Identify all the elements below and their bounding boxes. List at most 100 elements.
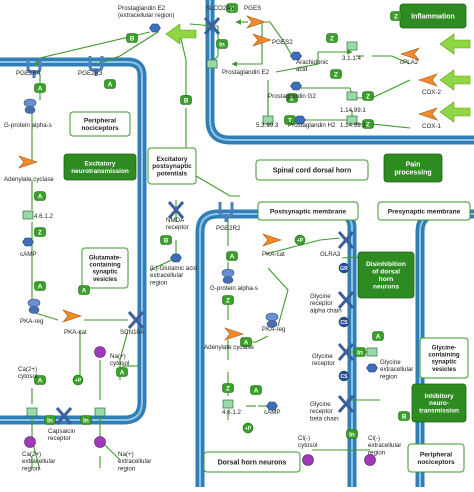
glycine-receptor-alpha-chain-node[interactable] <box>337 291 355 309</box>
label-cl-cytosol: Cl(-)cytosol <box>298 435 317 449</box>
pges-node[interactable] <box>246 15 266 29</box>
label-na-cytosol: Na(+)cytosol <box>110 353 129 367</box>
label-pka-cat-left: PKA-cat <box>64 329 87 336</box>
label-ec-11499-h: 1.14.99.1 <box>340 122 366 129</box>
camp-right-node[interactable] <box>266 401 278 411</box>
edge-badge-letter: +P <box>297 238 304 244</box>
label-pge2r2: PGE2R2 <box>216 225 241 232</box>
glycine-receptor-beta-chain-node[interactable] <box>337 395 355 413</box>
edge-badge-letter: CS <box>340 320 348 326</box>
label-prostaglandin-h2: Prostaglandin H2 <box>288 122 336 129</box>
ec-53993-node[interactable] <box>262 115 274 125</box>
ec-11499-g-node[interactable] <box>346 91 358 101</box>
label-cpla2: cPLA2 <box>400 59 419 66</box>
edge-badge-binding: B <box>126 33 138 43</box>
label-ec-53993: 5.3.99.3 <box>256 122 279 129</box>
glycine-receptor-node[interactable] <box>337 343 355 361</box>
edge-badge-binding: B <box>180 95 192 105</box>
l-glutamic-acid-node[interactable] <box>170 253 182 263</box>
prostaglandin-e2-ec-node[interactable] <box>149 23 161 33</box>
edge-badge-letter: GR <box>340 266 348 272</box>
edge-badge-letter: In <box>349 432 355 439</box>
na-cytosol-node[interactable] <box>94 346 106 358</box>
slco2a1-node[interactable] <box>203 17 221 35</box>
na-extracellular-node[interactable] <box>94 436 106 448</box>
edge-badge-activation: A <box>104 79 116 89</box>
cpla2-node[interactable] <box>400 47 420 61</box>
scn10a-node[interactable] <box>127 311 145 329</box>
label-dorsal-horn-neurons: Dorsal horn neurons <box>218 459 287 466</box>
glycine-extracellular-node[interactable] <box>366 363 378 373</box>
region-spinal-cord-dorsal-horn <box>255 159 369 181</box>
cl-extracellular-node[interactable] <box>364 454 376 466</box>
g-protein-alpha-s-right-node[interactable] <box>221 268 235 284</box>
edge-badge-activation: A <box>116 367 128 377</box>
capsaicin-receptor-node[interactable] <box>55 407 73 425</box>
pge2r2-node[interactable] <box>218 202 234 222</box>
label-adenylate-cyclase-left: Adenylate cyclase <box>4 176 54 183</box>
label-ec-4612-left: 4.6.1.2 <box>34 213 53 220</box>
camp-left-node[interactable] <box>22 237 34 247</box>
adenylate-cyclase-right-node[interactable] <box>224 327 244 341</box>
edge-badge-letter: A <box>254 388 259 395</box>
edge-badge-activation: A <box>34 281 46 291</box>
g-protein-alpha-s-top-node[interactable] <box>23 98 37 114</box>
pge2r4-node[interactable] <box>26 58 42 78</box>
cox2-node[interactable] <box>418 73 438 87</box>
label-ec-4612-right: 4.6.1.2 <box>222 409 241 416</box>
ec-4612-right-node[interactable] <box>222 399 234 409</box>
region-glutamate-vesicles <box>81 247 129 289</box>
edge-badge-letter: +P <box>75 378 82 384</box>
region-excitatory-postsynaptic-potentials <box>147 147 197 185</box>
ec-11499-h-node[interactable] <box>346 115 358 125</box>
edge-badge-letter: Z <box>334 72 338 79</box>
glycine-transport-node[interactable] <box>366 347 378 357</box>
edge-badge-activation: A <box>250 385 262 395</box>
na-transport-node[interactable] <box>94 407 106 417</box>
pka-reg-left-node[interactable] <box>27 298 41 314</box>
pges2-node[interactable] <box>252 33 272 47</box>
nmda-receptor-node[interactable] <box>167 201 185 219</box>
region-glycine-vesicles <box>419 337 469 379</box>
pka-cat-left-node[interactable] <box>62 309 82 323</box>
prostaglandin-g2-node[interactable] <box>290 81 302 91</box>
cl-cytosol-node[interactable] <box>302 454 314 466</box>
label-presynaptic-membrane: Presynaptic membrane <box>388 208 461 215</box>
arachidonic-acid-node[interactable] <box>290 51 302 61</box>
process-pain-processing[interactable] <box>383 153 443 183</box>
ca-extracellular-node[interactable] <box>24 436 36 448</box>
label-prostaglandin-e2: Prostaglandin E2 <box>222 69 270 76</box>
glra3-node[interactable] <box>337 231 355 249</box>
label-pka-cat-right: PKA-cat <box>262 251 285 258</box>
pge2r3-node[interactable] <box>88 56 104 76</box>
edge-badge-transport: T <box>284 115 296 125</box>
edge-badge-phosphorylation: +P <box>72 374 84 386</box>
label-prostaglandin-e2-ec: Prostaglandin E2(extracellular region) <box>118 5 174 19</box>
process-disinhibition[interactable] <box>357 251 415 299</box>
cox1-node[interactable] <box>418 107 438 121</box>
process-excitatory-neurotransmission[interactable] <box>63 153 137 181</box>
adenylate-cyclase-left-node[interactable] <box>18 155 38 169</box>
edge-badge-letter: A <box>82 288 87 295</box>
edge-badge-letter: In <box>83 418 89 425</box>
prostaglandin-e2-node[interactable] <box>206 59 218 69</box>
label-ec-11499-g: 1.14.99.1 <box>340 107 366 114</box>
label-prostaglandin-g2: Prostaglandin G2 <box>268 93 316 100</box>
ca-transport-node[interactable] <box>26 407 38 417</box>
region-peripheral-nociceptors-bottom <box>407 443 465 473</box>
pka-reg-right-node[interactable] <box>265 312 279 328</box>
edge-badge-letter: Z <box>366 94 370 101</box>
pka-cat-right-node[interactable] <box>262 233 282 247</box>
edge-badge-letter: +P <box>245 426 252 432</box>
ec-3114-node[interactable] <box>346 41 358 51</box>
ec-4612-left-node[interactable] <box>22 210 34 220</box>
edge-badge-catalysis: Z <box>326 33 338 43</box>
process-inhibitory-neurotransmission[interactable] <box>411 383 467 423</box>
